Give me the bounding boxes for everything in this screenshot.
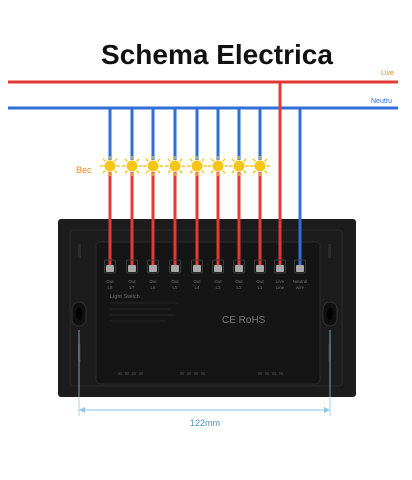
neutral-wire-label: Neutru [371, 98, 392, 105]
screw-hole-left [71, 301, 87, 327]
terminal-screw [149, 265, 157, 272]
terminal-label-top: Out [235, 279, 243, 284]
light-bulb-icon [165, 156, 185, 176]
terminal-label-top: Out [149, 279, 157, 284]
terminal-label-bottom: L5 [172, 285, 178, 290]
dimension-label: 122mm [190, 418, 220, 428]
terminal-screw [128, 265, 136, 272]
terminal-screw [276, 265, 284, 272]
screw-hole-right [322, 301, 338, 327]
terminal-screw [193, 265, 201, 272]
terminal-screw [214, 265, 222, 272]
terminal-label-bottom: wire [296, 285, 305, 290]
switch-body: Light Switch CE RoHS [58, 219, 356, 397]
terminal-label-bottom: Line [276, 285, 285, 290]
terminal-screw [235, 265, 243, 272]
terminal-label-top: Live [276, 279, 285, 284]
terminal-screw [256, 265, 264, 272]
live-wire-label: Live [381, 70, 394, 77]
terminal-label-bottom: L3 [215, 285, 221, 290]
terminal-screw [171, 265, 179, 272]
light-bulb-icon [229, 156, 249, 176]
bulb-label: Bec [76, 165, 92, 175]
terminal-label-top: Out [214, 279, 222, 284]
light-bulb-icon [100, 156, 120, 176]
dimension-indicator: 122mm [78, 330, 331, 428]
terminal-label-top: Neutral [293, 279, 308, 284]
terminal-label-bottom: L2 [236, 285, 242, 290]
terminal-label-top: Out [193, 279, 201, 284]
terminal-label-bottom: L1 [257, 285, 263, 290]
terminal-label-top: Out [171, 279, 179, 284]
terminal-screw [296, 265, 304, 272]
light-bulb-icon [143, 156, 163, 176]
light-bulb-icon [122, 156, 142, 176]
light-bulb-icon [208, 156, 228, 176]
terminal-label-top: Out [128, 279, 136, 284]
terminal-label-bottom: L4 [194, 285, 200, 290]
terminal-screw [106, 265, 114, 272]
terminal-label-bottom: L8 [107, 285, 113, 290]
terminal-label-bottom: L6 [150, 285, 156, 290]
certification-marks: CE RoHS [222, 315, 266, 326]
terminal-label-top: Out [256, 279, 264, 284]
terminal-label-bottom: L7 [129, 285, 135, 290]
switch-name-label: Light Switch [110, 294, 140, 300]
light-bulb-icon [250, 156, 270, 176]
diagram-title: Schema Electrica [101, 39, 333, 70]
light-bulb-icon [187, 156, 207, 176]
terminal-label-top: Out [106, 279, 114, 284]
